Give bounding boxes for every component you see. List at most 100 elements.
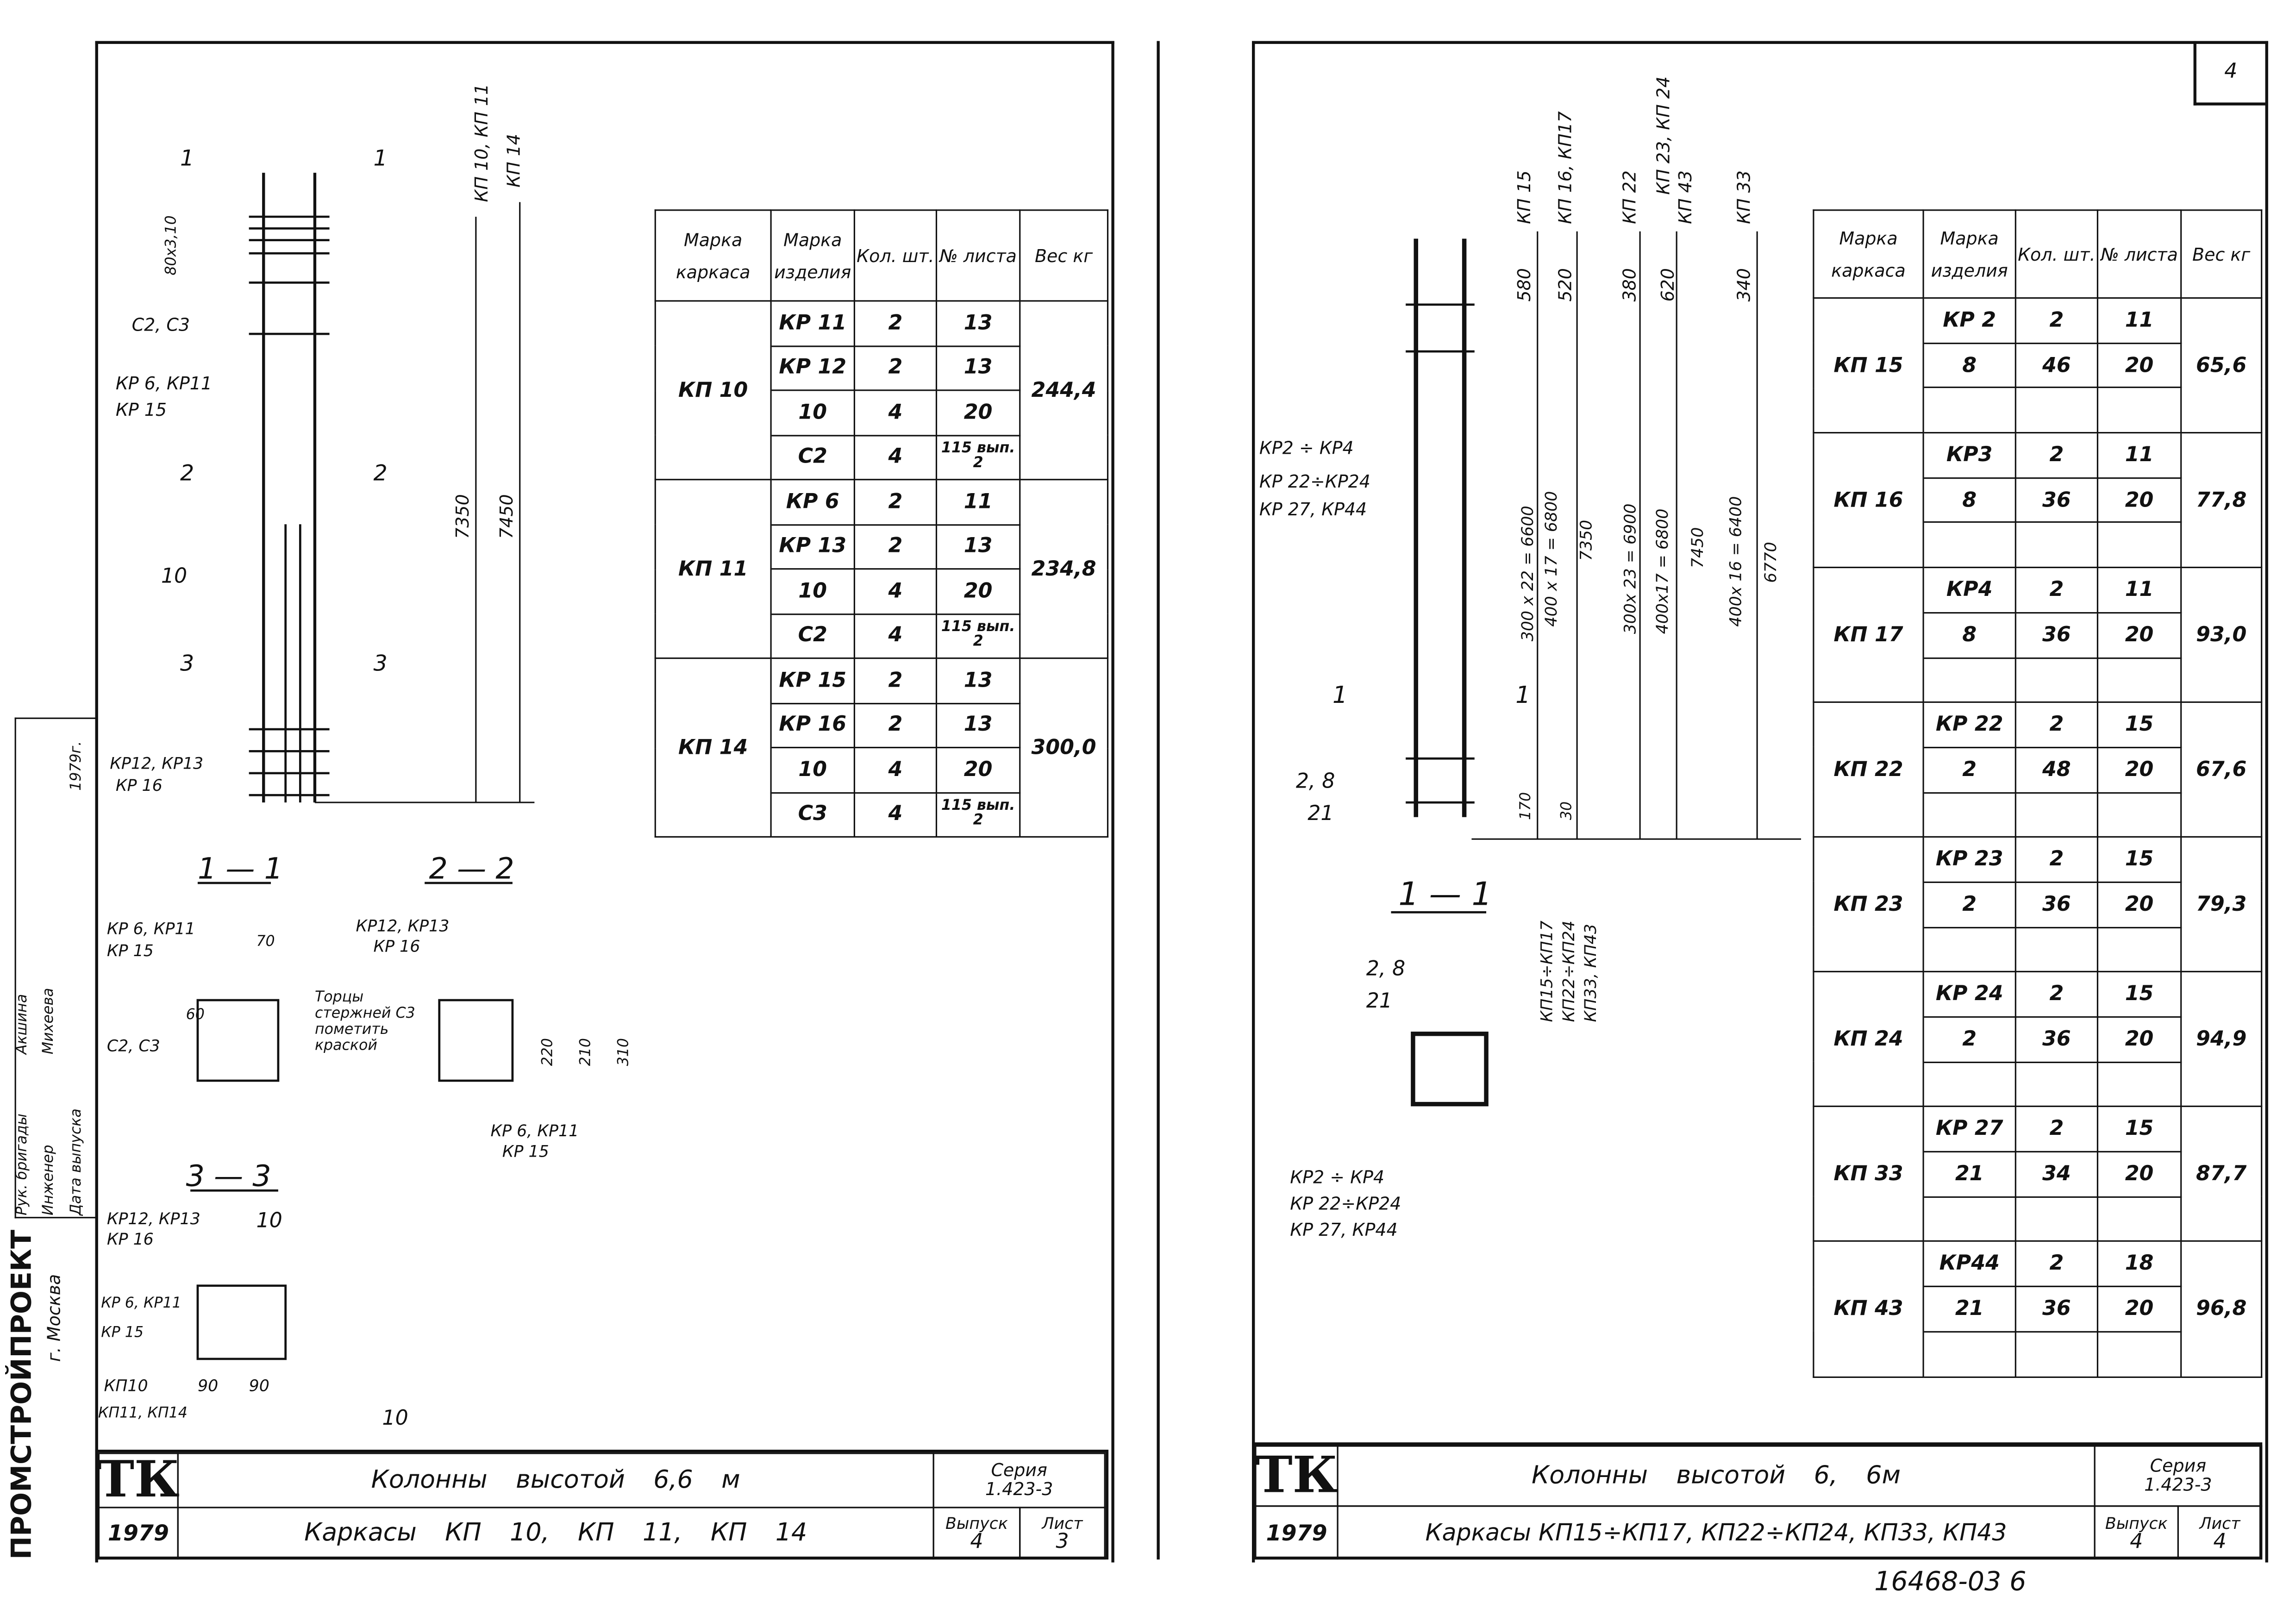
quantity: 36 <box>2014 612 2099 658</box>
sheet-number: 13 <box>935 300 1021 346</box>
dim-580: 580 <box>1514 268 1534 301</box>
weight: 244,4 <box>1019 300 1109 481</box>
series-value: 1.423-3 <box>985 1479 1053 1500</box>
header-sheet-no: № листа <box>2096 209 2182 299</box>
label-kr12-kr13-s33: КР12, КР13 <box>107 1210 200 1228</box>
quantity: 48 <box>2014 746 2099 793</box>
dim-310: 310 <box>615 1038 632 1066</box>
item-mark <box>1922 926 2016 973</box>
sheet-number: 20 <box>935 568 1021 614</box>
item-mark: С2 <box>770 613 855 659</box>
label-bar-10-s33: 10 <box>382 1406 408 1430</box>
label-c2-c3-s11: С2, С3 <box>107 1037 160 1056</box>
sheet-number <box>2096 657 2182 703</box>
quantity: 36 <box>2014 1286 2099 1333</box>
weight: 77,8 <box>2180 432 2263 569</box>
table-row <box>1814 791 2262 838</box>
sheet-number: 20 <box>2096 1151 2182 1198</box>
label-kr12-kr13: КР12, КР13 <box>110 754 203 773</box>
page-number: 4 <box>2224 60 2238 84</box>
dim-90a: 90 <box>198 1377 218 1395</box>
header-weight: Вес кг <box>2180 209 2263 299</box>
sheet-number <box>2096 387 2182 434</box>
weight: 234,8 <box>1019 479 1109 659</box>
sheet-number: 13 <box>935 657 1021 704</box>
section-mark-1b: 1 <box>373 145 387 171</box>
issue-label: Выпуск <box>2105 1513 2168 1533</box>
dim-60: 60 <box>186 1006 205 1023</box>
sheet-number: 13 <box>935 523 1021 570</box>
frame-mark: КП 15 <box>1813 297 1924 434</box>
table-row <box>1814 1196 2262 1243</box>
dim-520: 520 <box>1555 268 1575 301</box>
label-kp33: КП 33 <box>1733 170 1754 224</box>
item-mark <box>1922 1061 2016 1108</box>
sheet-number: 15 <box>2096 971 2182 1018</box>
item-mark <box>1922 1196 2016 1243</box>
quantity: 4 <box>853 434 938 481</box>
quantity <box>2014 926 2099 973</box>
quantity: 36 <box>2014 881 2099 928</box>
frame-mark: КП 11 <box>654 479 772 659</box>
dim-620: 620 <box>1658 268 1678 301</box>
sheet-number: 11 <box>2096 567 2182 613</box>
left-spec-table: Марка каркаса Марка изделия Кол. шт. № л… <box>654 209 1109 838</box>
section-mark-3: 3 <box>180 651 194 676</box>
dim-7350: 7350 <box>452 494 473 539</box>
sheet-number: 115 вып. 2 <box>935 434 1021 481</box>
sheet-number: 20 <box>2096 881 2182 928</box>
sheet-number: 115 вып. 2 <box>935 791 1021 838</box>
label-kr22-kr24-s11: КР 22÷КР24 <box>1290 1193 1401 1214</box>
header-item-mark: Марка изделия <box>770 209 855 302</box>
item-mark: 10 <box>770 568 855 614</box>
sheet-number: 11 <box>935 479 1021 525</box>
outer-frame-left <box>95 41 1114 1563</box>
sheet-number: 20 <box>935 746 1021 793</box>
label-kr6-kr11-s22: КР 6, КР11 <box>490 1122 579 1140</box>
label-kr15: КР 15 <box>116 400 167 420</box>
sheet-number: 20 <box>2096 1016 2182 1063</box>
header-qty: Кол. шт. <box>2014 209 2099 299</box>
sheet-number <box>2096 1331 2182 1377</box>
quantity <box>2014 522 2099 569</box>
quantity: 2 <box>2014 297 2099 344</box>
label-bar-10-s33b: 10 <box>256 1208 282 1232</box>
quantity: 4 <box>853 389 938 436</box>
sheet-number <box>2096 791 2182 838</box>
table-row <box>1814 1061 2262 1108</box>
item-mark: С3 <box>770 791 855 838</box>
dim-380: 380 <box>1620 268 1640 301</box>
quantity: 36 <box>2014 1016 2099 1063</box>
section-note-2: КП22÷КП24 <box>1560 920 1578 1022</box>
section-title-2-2: 2 — 2 <box>429 851 514 886</box>
sheet-number: 20 <box>2096 612 2182 658</box>
mesh-label: 80х3,10 <box>163 215 180 275</box>
item-mark <box>1922 1331 2016 1377</box>
series-label: Серия <box>991 1460 1047 1481</box>
role-3: Дата выпуска <box>69 1108 85 1215</box>
sheet-number <box>2096 1061 2182 1108</box>
sheet-number: 13 <box>935 344 1021 391</box>
item-mark: 8 <box>1922 612 2016 658</box>
item-mark: 2 <box>1922 881 2016 928</box>
sheet-number: 20 <box>935 389 1021 436</box>
sheet-label: Лист <box>1042 1514 1083 1534</box>
sheet-value: 3 <box>1056 1530 1069 1554</box>
section-title-3-3: 3 — 3 <box>186 1159 271 1193</box>
sheet-number: 20 <box>2096 342 2182 389</box>
